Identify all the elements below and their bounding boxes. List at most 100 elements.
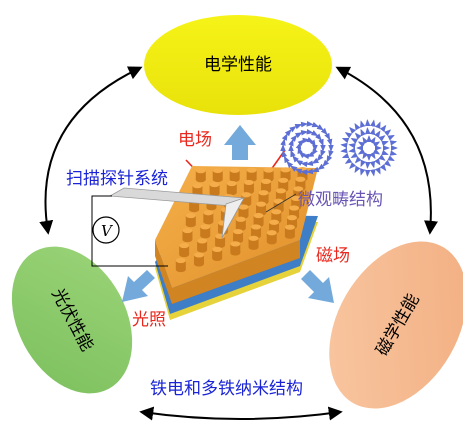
radial-arrow	[373, 162, 374, 167]
radial-arrow	[375, 142, 379, 145]
radial-arrow	[380, 136, 384, 139]
vortex-arrow	[307, 124, 312, 125]
radial-arrow	[380, 157, 384, 160]
pillar-base	[285, 234, 295, 239]
radial-arrow	[386, 130, 390, 133]
pillar-top	[236, 217, 246, 222]
spm-system-label: 扫描探针系统	[66, 171, 168, 188]
pillar-top	[186, 213, 196, 218]
vortex-arrow	[302, 163, 307, 164]
pillar-top	[194, 252, 204, 257]
vortex-arrow	[291, 140, 293, 145]
magnetic-field-arrow	[301, 270, 334, 303]
pillar-top	[249, 236, 259, 241]
pillar-base	[182, 237, 192, 242]
radial-arrow	[373, 121, 374, 126]
vortex-arrow	[318, 156, 321, 160]
vortex-arrow	[287, 162, 290, 166]
pillar-base	[196, 177, 206, 182]
vortex-arrow	[291, 127, 295, 130]
pillar-top	[254, 213, 264, 218]
vortex-arrow	[321, 140, 323, 145]
vortex-arrow	[313, 161, 317, 164]
pillar-top	[176, 258, 186, 263]
pillar-base	[179, 252, 189, 257]
pillar-top	[269, 220, 279, 225]
pillar-top	[267, 230, 277, 235]
connector-arrow-bottom	[142, 412, 340, 419]
electrical-hub-label: 电学性能	[204, 57, 272, 74]
sample-stack	[155, 166, 318, 320]
vortex-arrow	[287, 130, 290, 134]
radial-arrow	[350, 164, 353, 168]
radial-arrow	[350, 128, 353, 132]
pillar-base	[197, 247, 207, 252]
pillar-base	[213, 177, 223, 182]
pillar-base	[194, 261, 204, 266]
microdomain-label: 微观畴结构	[298, 192, 383, 209]
center-domain-pattern	[342, 121, 397, 176]
radial-arrow	[377, 160, 380, 164]
pillar-top	[192, 183, 202, 188]
radial-arrow	[363, 138, 366, 142]
radial-arrow	[375, 151, 379, 154]
pillar-top	[233, 229, 243, 234]
pillar-top	[213, 168, 223, 173]
radial-arrow	[383, 142, 388, 144]
pillar-top	[274, 199, 284, 204]
vortex-arrow	[302, 172, 307, 173]
vortex-arrow	[318, 136, 321, 140]
vortex-arrow	[308, 140, 313, 142]
vortex-arrow	[330, 140, 331, 145]
radial-arrow	[343, 139, 348, 141]
pillar-top	[179, 243, 189, 248]
vortex-arrow	[303, 140, 308, 141]
vortex-arrow	[300, 152, 304, 155]
pillar-top	[227, 181, 237, 186]
pillar-top	[241, 192, 251, 197]
vortex-arrow	[302, 132, 307, 133]
radial-arrow	[377, 132, 380, 136]
vortex-arrow	[307, 172, 312, 173]
vortex-arrow	[291, 151, 293, 156]
pillar-top	[247, 168, 257, 173]
pillar-base	[189, 207, 199, 212]
pillar-top	[264, 167, 274, 172]
vortex-arrow	[327, 157, 329, 161]
vortex-arrow	[300, 140, 304, 143]
radial-arrow	[361, 122, 362, 127]
radial-arrow	[391, 153, 396, 154]
radial-arrow	[361, 130, 363, 135]
pillar-top	[230, 241, 240, 246]
radial-arrow	[355, 124, 358, 128]
pillar-top	[295, 177, 305, 182]
radial-arrow	[361, 170, 362, 175]
vortex-arrow	[327, 135, 329, 139]
radial-arrow	[359, 142, 363, 145]
pillar-base	[186, 222, 196, 227]
vortex-arrow	[296, 125, 301, 127]
radial-arrow	[346, 133, 350, 136]
pillar-top	[251, 224, 261, 229]
vortex-arrow	[302, 124, 307, 125]
pillar-top	[276, 188, 286, 193]
radial-arrow	[355, 167, 358, 171]
radial-arrow	[359, 151, 363, 154]
pillar-base	[206, 205, 216, 210]
radial-arrow	[372, 154, 375, 158]
radial-arrow	[342, 151, 347, 152]
vortex-arrow	[285, 135, 287, 139]
vortex-arrow	[312, 150, 315, 154]
radial-arrow	[382, 166, 385, 170]
radial-arrow	[350, 145, 355, 146]
pillar-top	[182, 228, 192, 233]
vortex-arrow	[307, 163, 312, 164]
vortex-arrow	[313, 125, 318, 127]
radial-arrow	[352, 139, 356, 141]
radial-arrow	[383, 153, 388, 155]
pillar-top	[212, 247, 222, 252]
light-arrow	[122, 270, 155, 302]
vortex-arrow	[307, 132, 312, 133]
vortex-arrow	[319, 127, 323, 130]
